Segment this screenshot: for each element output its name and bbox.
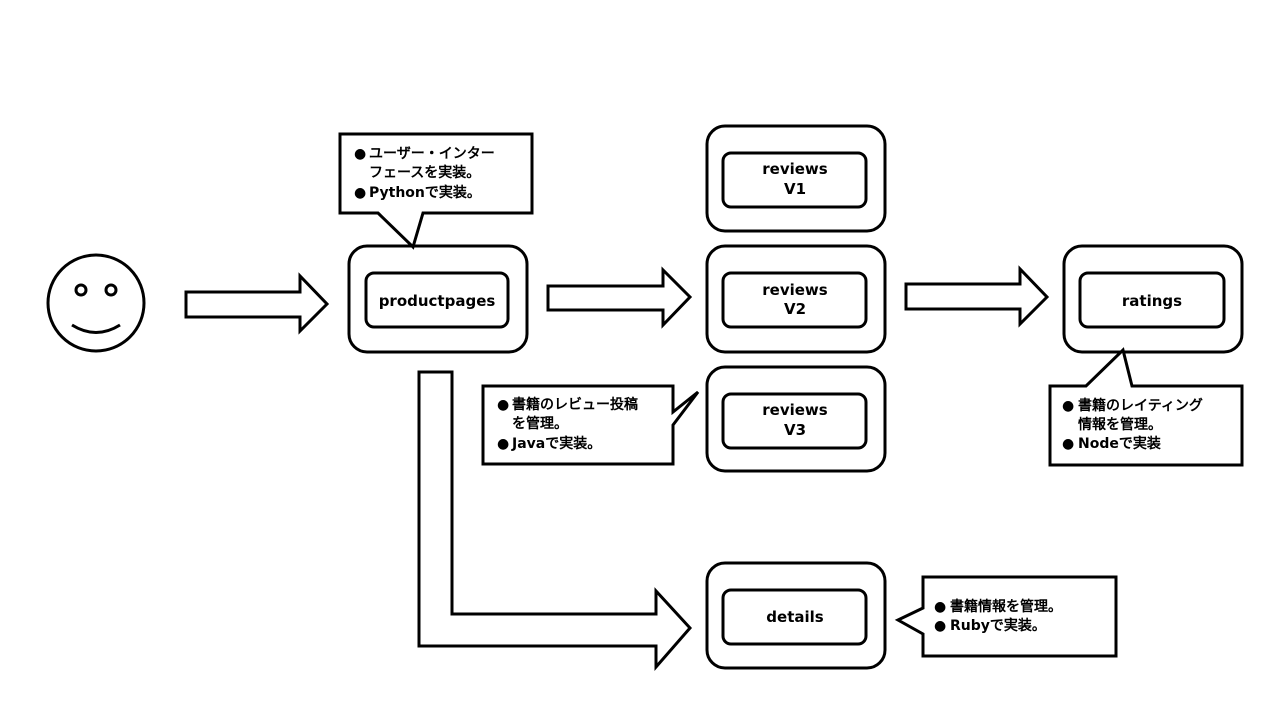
smiley-face-icon xyxy=(46,253,146,353)
callout-productpage-line1: ユーザー・インター xyxy=(369,146,495,162)
details-label: details xyxy=(766,608,823,626)
callout-productpage-line2: フェースを実装。 xyxy=(369,164,480,181)
service-productpage: productpages xyxy=(347,244,529,354)
callout-reviews-line3: Javaで実装。 xyxy=(511,435,601,452)
callout-reviews: ● 書籍のレビュー投稿 を管理。 ● Javaで実装。 xyxy=(481,384,700,466)
reviews-v3-version: V3 xyxy=(784,421,806,439)
productpage-label: productpages xyxy=(379,292,496,310)
callout-details-line2: Rubyで実装。 xyxy=(950,617,1046,634)
callout-ratings-line1: 書籍のレイティング xyxy=(1078,397,1203,414)
service-reviews-v3: reviews V3 xyxy=(705,365,887,473)
callout-productpage-bullet1: ● xyxy=(354,146,366,162)
callout-ratings: ● 書籍のレイティング 情報を管理。 ● Nodeで実装 xyxy=(1048,347,1244,467)
callout-details-bullet1: ● xyxy=(934,599,946,615)
service-ratings: ratings xyxy=(1062,244,1244,354)
callout-ratings-line2: 情報を管理。 xyxy=(1078,416,1162,433)
reviews-v2-name: reviews xyxy=(762,281,828,299)
callout-details-line1: 書籍情報を管理。 xyxy=(950,598,1062,615)
reviews-v1-version: V1 xyxy=(784,180,806,198)
callout-ratings-line3: Nodeで実装 xyxy=(1078,435,1162,452)
arrow-user-to-productpage xyxy=(184,272,330,335)
arrow-productpage-to-details xyxy=(417,370,693,672)
callout-reviews-bullet1: ● xyxy=(497,397,509,413)
callout-details: ● 書籍情報を管理。 ● Rubyで実装。 xyxy=(894,575,1118,658)
callout-ratings-bullet2: ● xyxy=(1062,436,1074,452)
callout-productpage-bullet2: ● xyxy=(354,185,366,201)
callout-details-bullet2: ● xyxy=(934,618,946,634)
ratings-label: ratings xyxy=(1122,292,1182,310)
callout-ratings-bullet1: ● xyxy=(1062,398,1074,414)
reviews-v2-version: V2 xyxy=(784,300,806,318)
reviews-v3-name: reviews xyxy=(762,401,828,419)
service-reviews-v1: reviews V1 xyxy=(705,124,887,233)
reviews-v1-name: reviews xyxy=(762,160,828,178)
arrow-productpage-to-reviews xyxy=(546,266,693,329)
callout-productpage-line3: Pythonで実装。 xyxy=(369,184,481,201)
callout-productpage: ● ユーザー・インター フェースを実装。 ● Pythonで実装。 xyxy=(338,132,534,250)
arrow-reviews-to-ratings xyxy=(904,265,1050,328)
callout-reviews-line1: 書籍のレビュー投稿 xyxy=(512,396,638,413)
callout-reviews-bullet2: ● xyxy=(497,436,509,452)
service-reviews-v2: reviews V2 xyxy=(705,244,887,354)
service-details: details xyxy=(705,561,887,670)
callout-reviews-line2: を管理。 xyxy=(512,415,568,432)
